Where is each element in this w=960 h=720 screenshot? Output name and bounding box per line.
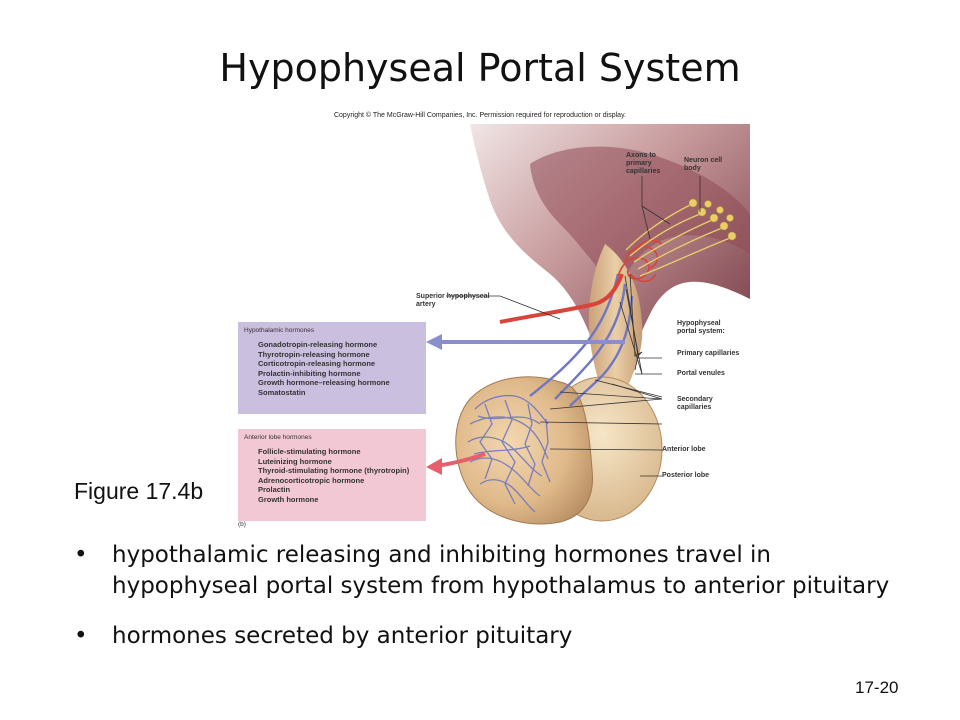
list-item: Growth hormone–releasing hormone (258, 378, 390, 388)
list-item: Thyrotropin-releasing hormone (258, 349, 370, 359)
bullet-text: hormones secreted by anterior pituitary (112, 623, 573, 649)
bullet-item: • hypothalamic releasing and inhibiting … (74, 540, 894, 602)
leader-lines (446, 176, 701, 477)
bullet-item: • hormones secreted by anterior pituitar… (74, 621, 894, 652)
label-secondary-capillaries: Secondary capillaries (677, 396, 713, 411)
label-anterior-lobe: Anterior lobe (662, 446, 706, 453)
list-item: Growth hormone (258, 494, 319, 504)
label-neuron-cell-body: Neuron cell body (684, 157, 723, 172)
bullet-glyph: • (74, 542, 88, 568)
secondary-capillaries-net (467, 394, 551, 513)
hypothalamus-inner (530, 146, 750, 294)
arrow-head-hypothalamic (426, 334, 442, 350)
list-item: Follicle-stimulating hormone (258, 447, 361, 456)
list-item: Gonadotropin-releasing hormone (258, 340, 378, 349)
hypothalamic-hormone-list: Gonadotropin-releasing hormone Thyrotrop… (244, 340, 420, 398)
panel-letter: (b) (238, 521, 246, 528)
hypothalamic-panel-title: Hypothalamic hormones (244, 327, 315, 334)
anterior-lobe-shape (455, 376, 594, 525)
neuron-cell-bodies (688, 198, 737, 241)
bullet-text: hypothalamic releasing and inhibiting ho… (112, 542, 890, 599)
label-posterior-lobe: Posterior lobe (662, 472, 710, 479)
list-item: Prolactin-inhibiting hormone (258, 368, 361, 378)
portal-venules (529, 273, 634, 407)
label-hypophyseal-portal-system: Hypophyseal portal system: (677, 320, 725, 335)
pituitary-illustration (426, 124, 750, 525)
anterior-panel-title: Anterior lobe hormones (244, 434, 312, 441)
label-portal-venules: Portal venules (677, 370, 725, 377)
anterior-hormone-list: Follicle-stimulating hormone Luteinizing… (244, 447, 420, 505)
anterior-lobe-hormones-panel: Anterior lobe hormones Follicle-stimulat… (238, 429, 426, 521)
list-item: Adrenocorticotropic hormone (258, 475, 365, 485)
bullet-list: • hypothalamic releasing and inhibiting … (74, 540, 894, 652)
superior-hypophyseal-artery (499, 273, 624, 324)
label-primary-capillaries: Primary capillaries (677, 350, 740, 357)
list-item: Luteinizing hormone (258, 456, 332, 466)
bullet-glyph: • (74, 623, 88, 649)
list-item: Corticotropin-releasing hormone (258, 359, 376, 369)
copyright-notice: Copyright © The McGraw-Hill Companies, I… (333, 112, 626, 119)
primary-capillaries-net (617, 239, 663, 283)
label-axons: Axons to primary capillaries (626, 152, 661, 175)
list-item: Prolactin (258, 485, 291, 495)
slide-number: 17-20 (855, 678, 899, 697)
hypothalamic-hormones-panel: Hypothalamic hormones Gonadotropin-relea… (238, 322, 426, 414)
infundibulum (588, 244, 643, 386)
label-superior-hypophyseal-artery: Superior hypophyseal artery (416, 293, 490, 308)
neurosecretory-axons (625, 203, 731, 277)
slide-title: Hypophyseal Portal System (219, 46, 741, 90)
list-item: Thyroid-stimulating hormone (thyrotropin… (258, 466, 410, 476)
list-item: Somatostatin (258, 387, 306, 397)
figure-label: Figure 17.4b (74, 478, 204, 504)
arrow-head-anterior (426, 458, 442, 475)
